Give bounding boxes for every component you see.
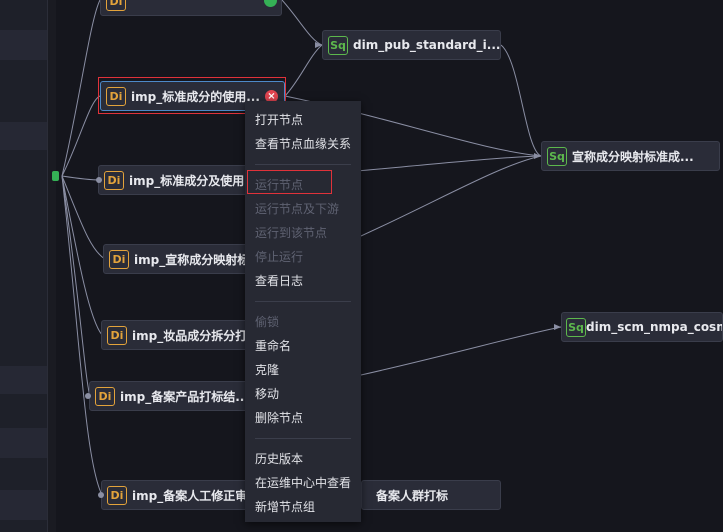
node-label: imp_备案产品打标结... — [120, 389, 249, 404]
node-port[interactable] — [85, 393, 91, 399]
left-panel-row[interactable] — [0, 30, 47, 60]
menu-steal-lock[interactable]: 偷锁 — [255, 315, 280, 329]
menu-run-node-downstream[interactable]: 运行节点及下游 — [255, 202, 340, 216]
menu-history-versions[interactable]: 历史版本 — [255, 452, 304, 466]
dag-node[interactable]: Di imp_备案人工修正审... — [101, 480, 255, 510]
arrow — [315, 42, 322, 48]
menu-move[interactable]: 移动 — [255, 387, 280, 401]
edge — [281, 0, 323, 46]
sq-node-icon: Sq — [547, 146, 567, 166]
di-node-icon: Di — [107, 325, 127, 345]
menu-delete-node[interactable]: 删除节点 — [255, 411, 304, 425]
edge — [61, 175, 103, 496]
edge — [284, 44, 323, 97]
node-label: imp_标准成分及使用... — [129, 173, 254, 188]
menu-stop-run[interactable]: 停止运行 — [255, 250, 304, 264]
menu-clone[interactable]: 克隆 — [255, 363, 280, 377]
success-status-icon — [264, 0, 277, 7]
di-node-icon: Di — [106, 86, 126, 106]
menu-open-node[interactable]: 打开节点 — [255, 113, 304, 127]
edge — [61, 95, 101, 177]
edge — [61, 0, 101, 177]
edge — [360, 326, 562, 376]
node-label: imp_妆品成分拆分打... — [132, 328, 254, 343]
edge — [500, 44, 542, 157]
dag-node[interactable]: Sq dim_pub_standard_i... — [322, 30, 501, 60]
menu-run-node[interactable]: 运行节点 — [255, 178, 304, 192]
edge — [61, 175, 103, 336]
node-label: imp_宣称成分映射标 — [134, 252, 250, 267]
node-port[interactable] — [98, 492, 104, 498]
node-port[interactable] — [96, 177, 102, 183]
menu-add-node-group[interactable]: 新增节点组 — [255, 500, 316, 514]
menu-separator — [255, 438, 351, 439]
node-label: imp_标准成分的使用... — [131, 89, 260, 104]
edge — [360, 155, 542, 237]
node-label: dim_pub_standard_i... — [353, 38, 500, 52]
menu-separator — [255, 301, 351, 302]
menu-view-lineage[interactable]: 查看节点血缘关系 — [255, 137, 352, 151]
dag-node[interactable]: Di imp_妆品成分拆分打... — [101, 320, 255, 350]
dag-node[interactable]: Sq 宣称成分映射标准成... — [541, 141, 720, 171]
left-panel-row[interactable] — [0, 122, 47, 150]
left-panel — [0, 0, 47, 532]
edge — [61, 175, 91, 397]
context-menu: 打开节点 查看节点血缘关系 运行节点 运行节点及下游 运行到该节点 停止运行 查… — [245, 101, 361, 522]
menu-rename[interactable]: 重命名 — [255, 339, 292, 353]
node-label: imp_备案人工修正审... — [132, 488, 254, 503]
left-panel-row[interactable] — [0, 490, 47, 520]
dag-node[interactable]: Di imp_宣称成分映射标 — [103, 244, 253, 274]
di-node-icon: Di — [104, 170, 124, 190]
di-node-icon: Di — [109, 249, 129, 269]
arrow — [534, 153, 541, 159]
dag-node[interactable]: Sq dim_scm_nmpa_cosme... — [561, 312, 723, 342]
dag-node[interactable]: Di imp_备案产品打标结... — [89, 381, 255, 411]
menu-separator — [255, 164, 351, 165]
node-label: 备案人群打标 — [376, 488, 449, 503]
node-label: dim_scm_nmpa_cosme... — [586, 320, 722, 334]
left-panel-row[interactable] — [0, 366, 47, 394]
left-panel-row[interactable] — [0, 428, 47, 458]
edge — [61, 175, 101, 181]
dag-node[interactable]: 备案人群打标 — [361, 480, 501, 510]
sq-node-icon: Sq — [566, 317, 586, 337]
di-node-icon: Di — [95, 386, 115, 406]
arrow — [554, 324, 561, 330]
menu-view-log[interactable]: 查看日志 — [255, 274, 304, 288]
dag-node[interactable]: Di — [100, 0, 282, 16]
expand-handle[interactable] — [52, 171, 59, 181]
di-node-icon: Di — [106, 0, 126, 11]
panel-splitter[interactable] — [47, 0, 56, 532]
menu-run-to-node[interactable]: 运行到该节点 — [255, 226, 328, 240]
sq-node-icon: Sq — [328, 35, 348, 55]
menu-view-in-ops-center[interactable]: 在运维中心中查看 — [255, 476, 352, 490]
edge — [61, 175, 106, 260]
node-label: 宣称成分映射标准成... — [572, 149, 694, 164]
di-node-icon: Di — [107, 485, 127, 505]
error-status-icon: × — [265, 90, 278, 103]
dag-node[interactable]: Di imp_标准成分及使用... — [98, 165, 255, 195]
